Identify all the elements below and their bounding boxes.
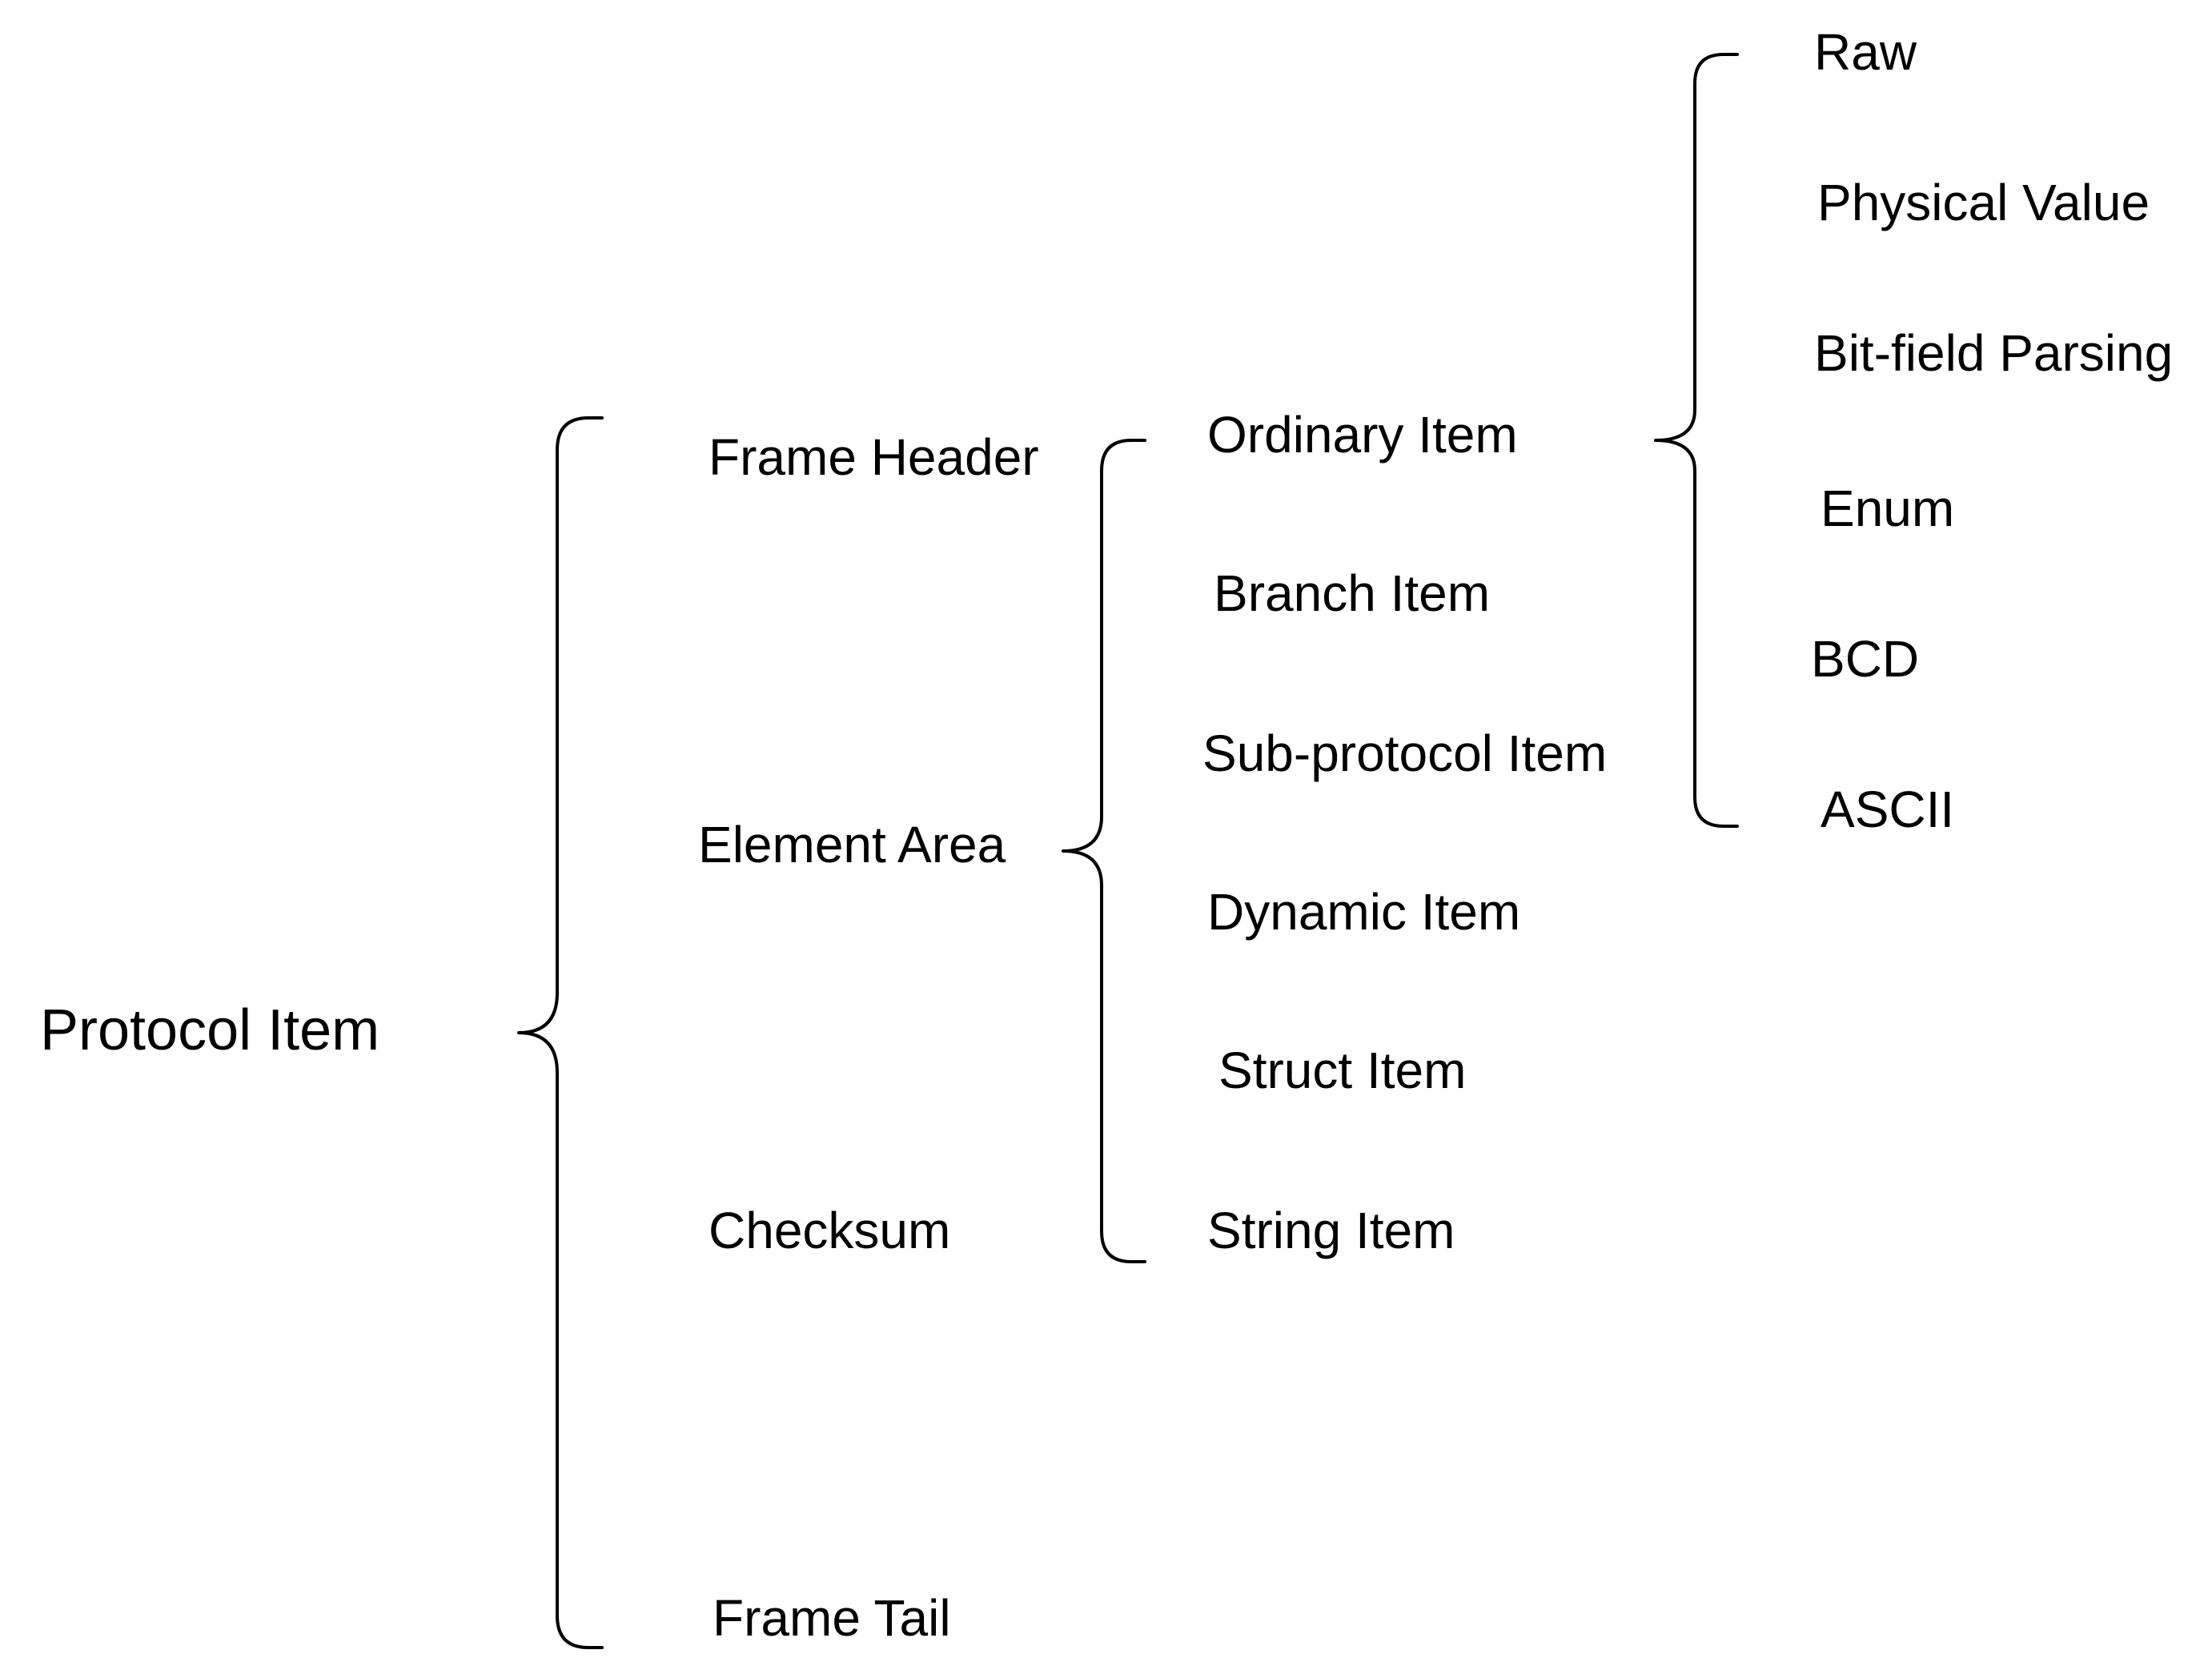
- node-struct-item: Struct Item: [1218, 1042, 1466, 1099]
- node-ordinary-item: Ordinary Item: [1207, 406, 1518, 464]
- ordinary-item-brace: [1654, 53, 1739, 828]
- node-ascii: ASCII: [1821, 781, 1954, 838]
- root-brace: [517, 416, 604, 1649]
- node-protocol-item: Protocol Item: [40, 998, 379, 1062]
- node-checksum: Checksum: [709, 1202, 950, 1259]
- node-string-item: String Item: [1207, 1202, 1455, 1259]
- node-sub-protocol-item: Sub-protocol Item: [1202, 725, 1607, 782]
- node-element-area: Element Area: [698, 816, 1006, 873]
- node-raw: Raw: [1814, 23, 1917, 81]
- node-physical-value: Physical Value: [1817, 174, 2150, 231]
- node-dynamic-item: Dynamic Item: [1207, 883, 1520, 941]
- node-frame-header: Frame Header: [709, 428, 1039, 486]
- node-enum: Enum: [1821, 480, 1954, 537]
- node-frame-tail: Frame Tail: [713, 1589, 951, 1647]
- node-bcd: BCD: [1811, 630, 1919, 688]
- node-branch-item: Branch Item: [1214, 564, 1490, 622]
- element-area-brace: [1062, 439, 1146, 1263]
- node-bit-field-parsing: Bit-field Parsing: [1814, 324, 2173, 382]
